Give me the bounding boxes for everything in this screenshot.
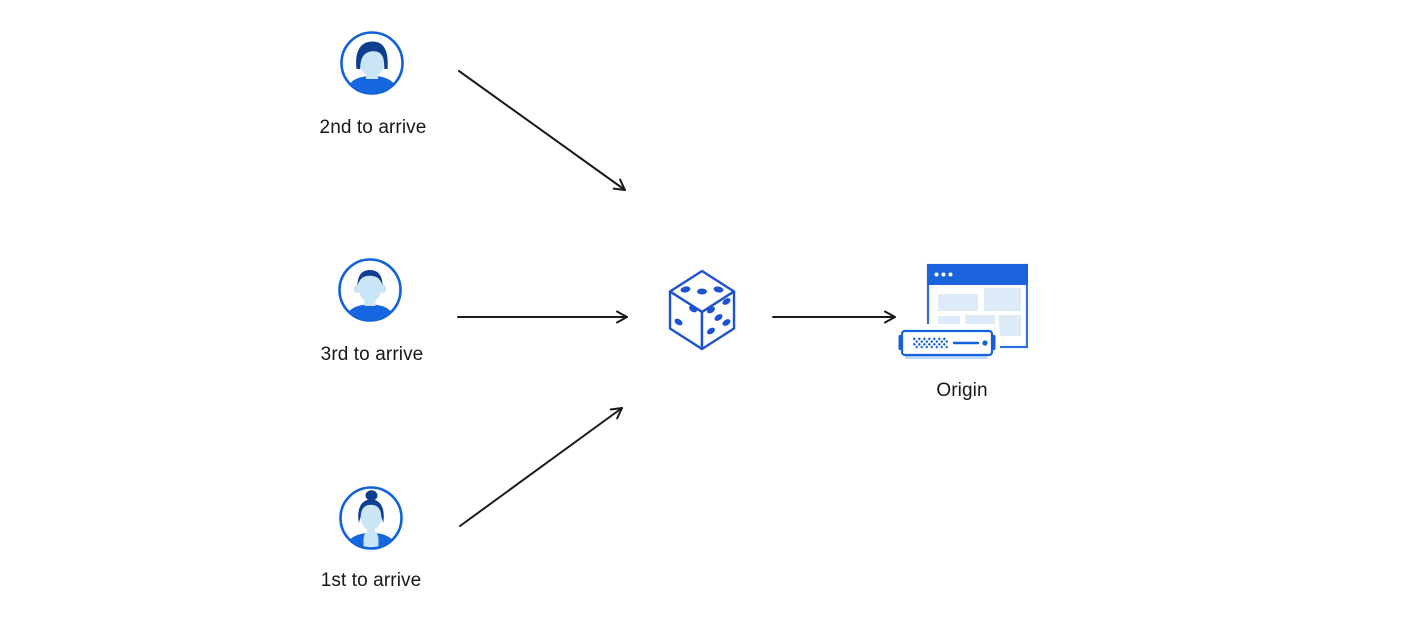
- randomizer-node: [668, 269, 736, 351]
- arrow-client3-to-dice: [457, 310, 628, 324]
- browser-window-and-server-icon: [897, 263, 1028, 359]
- person-male-swept-hair-icon: [340, 31, 404, 95]
- server-icon: [897, 324, 1000, 359]
- client-label-2nd: 2nd to arrive: [319, 117, 427, 138]
- arrow-dice-to-origin: [772, 310, 896, 324]
- client-node-2nd: 2nd to arrive: [320, 30, 426, 138]
- origin-label: Origin: [936, 380, 988, 401]
- origin-node: Origin: [896, 263, 1028, 401]
- client-node-3rd: 3rd to arrive: [321, 257, 423, 365]
- dice-icon: [668, 269, 736, 351]
- dice-pips: [674, 286, 731, 335]
- client-label-1st: 1st to arrive: [320, 570, 422, 591]
- server-led-grid: [913, 337, 948, 349]
- arrow-client2-to-dice: [458, 70, 626, 191]
- client-label-3rd: 3rd to arrive: [320, 344, 424, 365]
- person-female-bun-icon: [339, 486, 403, 550]
- person-male-short-hair-icon: [338, 258, 402, 322]
- arrow-client1-to-dice: [459, 407, 623, 527]
- client-node-1st: 1st to arrive: [321, 485, 421, 591]
